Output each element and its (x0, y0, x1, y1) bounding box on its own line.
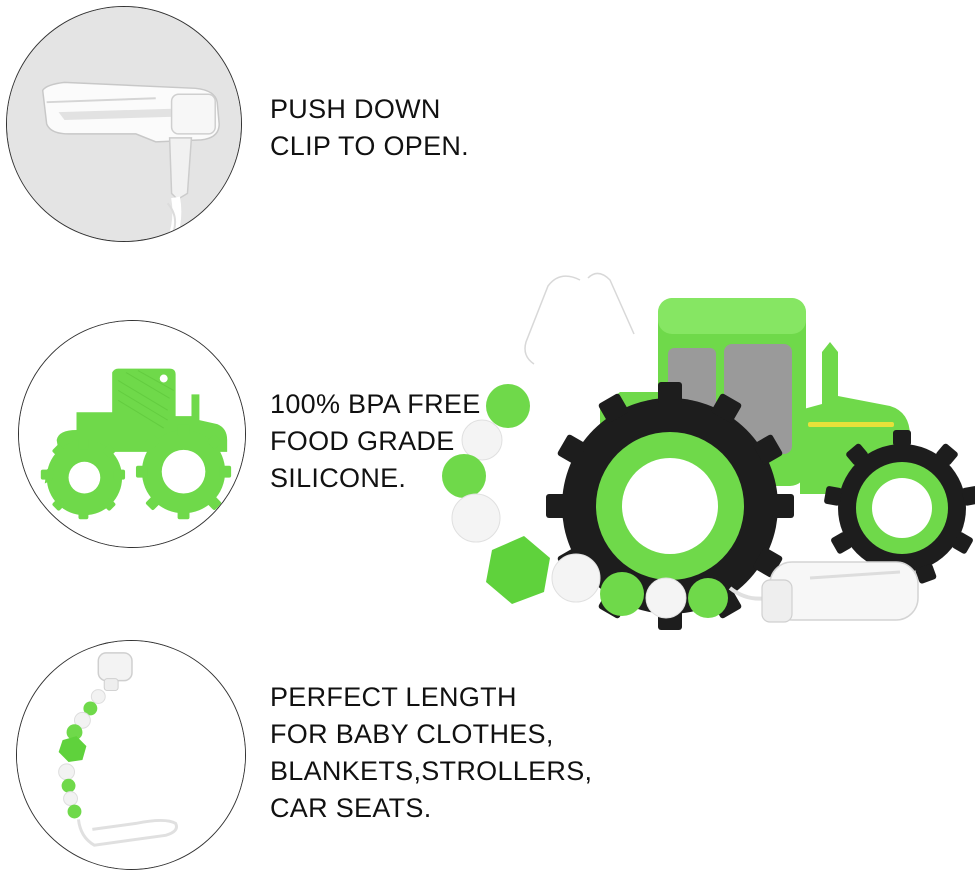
small-tire (824, 430, 978, 584)
bead-chain-image (16, 640, 246, 870)
length-feature-line-4: CAR SEATS. (270, 793, 432, 823)
clip-closeup-image (6, 6, 242, 242)
clip-feature-line-2: CLIP TO OPEN. (270, 131, 469, 161)
tractor-teether-with-pacifier-clip-icon (442, 270, 978, 630)
bpa-feature-text: 100% BPA FREE FOOD GRADE SILICONE. (270, 386, 481, 497)
large-tire (546, 382, 794, 630)
bead-chain (442, 384, 728, 619)
bpa-feature-line-1: 100% BPA FREE (270, 389, 481, 419)
bpa-feature-line-2: FOOD GRADE (270, 426, 455, 456)
bpa-feature-line-3: SILICONE. (270, 463, 407, 493)
tractor-teether-image (18, 320, 246, 548)
tractor-teether-product-image (430, 260, 978, 640)
bead-chain-icon (17, 641, 245, 869)
clip-feature-text: PUSH DOWN CLIP TO OPEN. (270, 91, 469, 165)
length-feature-line-2: FOR BABY CLOTHES, (270, 719, 554, 749)
length-feature-line-3: BLANKETS,STROLLERS, (270, 756, 593, 786)
clip-feature-line-1: PUSH DOWN (270, 94, 441, 124)
tractor-teether-icon (19, 321, 245, 547)
pacifier-clip (728, 561, 919, 623)
clip-closeup-icon (7, 7, 241, 241)
length-feature-text: PERFECT LENGTH FOR BABY CLOTHES, BLANKET… (270, 679, 592, 827)
length-feature-line-1: PERFECT LENGTH (270, 682, 517, 712)
